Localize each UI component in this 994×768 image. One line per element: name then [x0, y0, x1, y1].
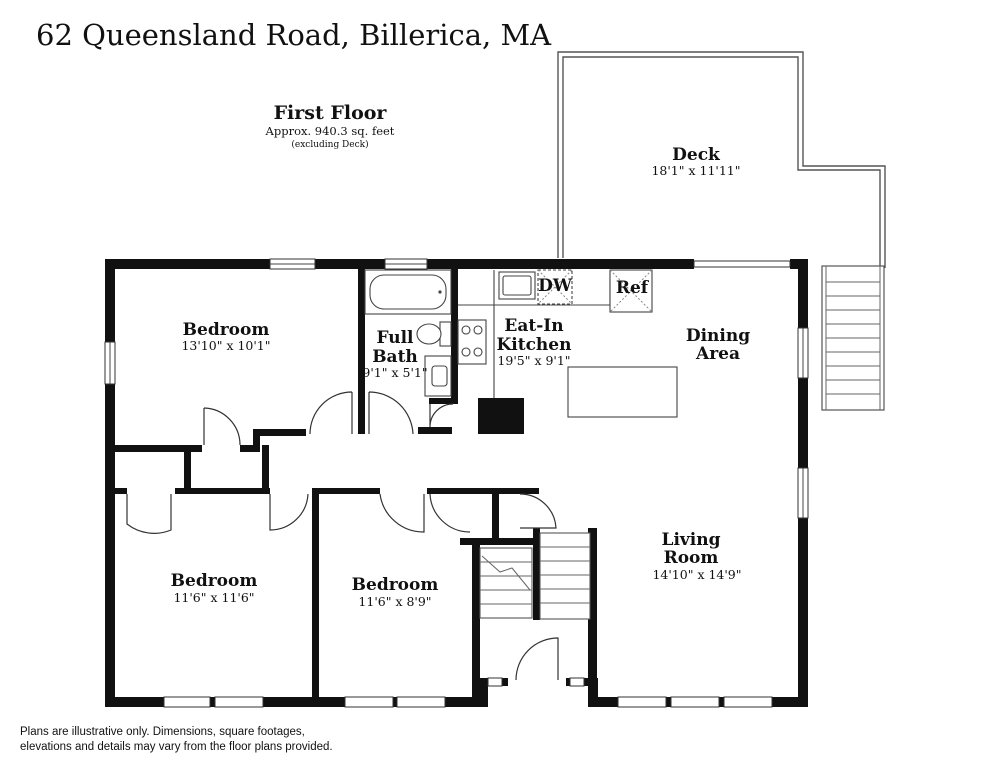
- kitchen-sink: [498, 271, 536, 300]
- dishwasher: [537, 269, 573, 305]
- bathtub: [364, 269, 452, 315]
- svg-text:14'10" x 14'9": 14'10" x 14'9": [652, 567, 741, 582]
- toilet: [416, 321, 452, 347]
- floor-area: Approx. 940.3 sq. feet: [265, 124, 395, 138]
- svg-text:Bedroom: Bedroom: [183, 320, 270, 340]
- room-label-dining: Dining Area: [686, 326, 750, 364]
- svg-text:Bedroom: Bedroom: [352, 575, 439, 595]
- room-label-deck: Deck 18'1" x 11'11": [651, 145, 740, 178]
- svg-text:Bath: Bath: [372, 347, 418, 367]
- deck-outline: [557, 51, 886, 268]
- svg-text:13'10" x 10'1": 13'10" x 10'1": [181, 338, 270, 353]
- stove: [457, 319, 487, 365]
- svg-text:Eat-In: Eat-In: [504, 316, 563, 336]
- refrigerator: [609, 269, 653, 313]
- svg-text:Kitchen: Kitchen: [497, 335, 572, 355]
- room-label-full-bath: Full Bath 9'1" x 5'1": [362, 328, 427, 380]
- svg-text:19'5" x 9'1": 19'5" x 9'1": [497, 353, 570, 368]
- floor-name: First Floor: [274, 102, 388, 124]
- svg-text:18'1" x 11'11": 18'1" x 11'11": [651, 163, 740, 178]
- room-label-bedroom-top: Bedroom 13'10" x 10'1": [181, 320, 270, 353]
- door-swings: [126, 391, 559, 681]
- svg-text:Living: Living: [662, 530, 721, 550]
- svg-text:Full: Full: [376, 328, 414, 348]
- dishwasher-label: DW: [538, 276, 573, 296]
- deck-stairs: [821, 265, 885, 411]
- kitchen-island: [567, 366, 678, 418]
- room-label-living: Living Room 14'10" x 14'9": [652, 530, 741, 582]
- room-label-bedroom-mid: Bedroom 11'6" x 8'9": [352, 575, 439, 609]
- svg-text:Bedroom: Bedroom: [171, 571, 258, 591]
- disclaimer-line-2: elevations and details may vary from the…: [20, 741, 333, 753]
- svg-text:11'6" x 11'6": 11'6" x 11'6": [173, 590, 254, 605]
- refrigerator-label: Ref: [616, 278, 650, 298]
- bath-vanity-sink: [424, 355, 452, 397]
- svg-text:Area: Area: [695, 344, 740, 364]
- svg-text:Room: Room: [664, 548, 719, 568]
- property-address-title: 62 Queensland Road, Billerica, MA: [36, 18, 552, 52]
- room-label-kitchen: Eat-In Kitchen 19'5" x 9'1": [497, 316, 572, 368]
- windows: [104, 258, 809, 708]
- disclaimer-line-1: Plans are illustrative only. Dimensions,…: [20, 726, 305, 738]
- svg-text:9'1" x 5'1": 9'1" x 5'1": [362, 365, 427, 380]
- room-label-bedroom-left: Bedroom 11'6" x 11'6": [171, 571, 258, 605]
- interior-walls: [115, 259, 597, 707]
- svg-text:11'6" x 8'9": 11'6" x 8'9": [358, 594, 431, 609]
- svg-text:Deck: Deck: [672, 145, 721, 165]
- interior-stairs: [479, 532, 591, 620]
- floor-area-note: (excluding Deck): [291, 139, 368, 150]
- svg-text:Dining: Dining: [686, 326, 750, 346]
